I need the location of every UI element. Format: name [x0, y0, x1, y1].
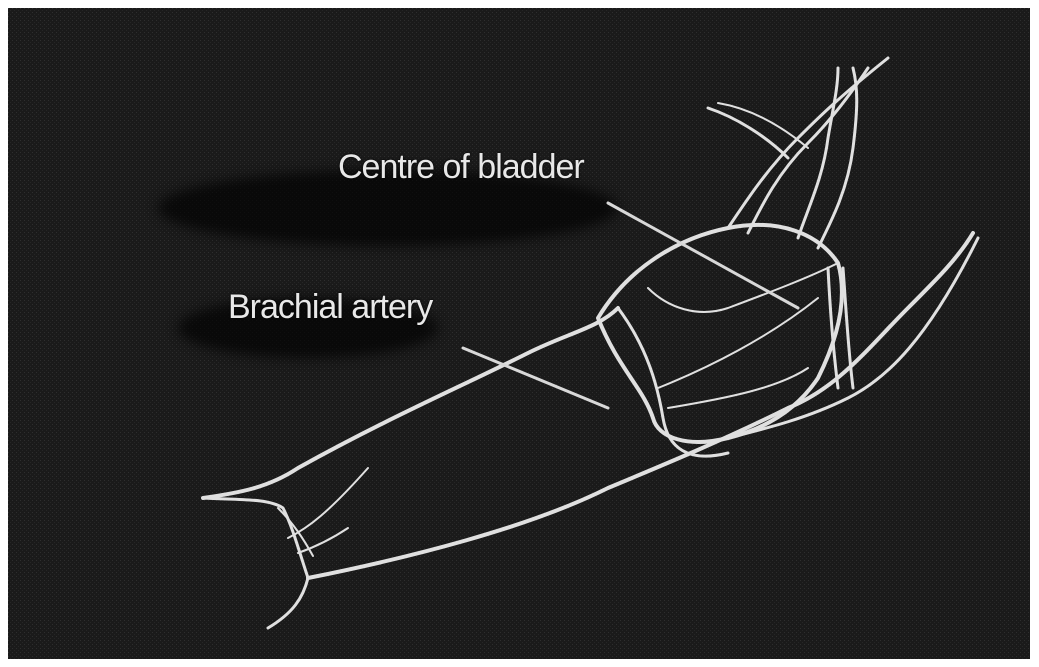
- background-texture: [8, 8, 1030, 659]
- arm-illustration: [8, 8, 1030, 659]
- diagram-frame: Centre of bladder Brachial artery: [8, 8, 1030, 659]
- centre-of-bladder-label: Centre of bladder: [338, 148, 584, 187]
- brachial-artery-label: Brachial artery: [228, 288, 432, 327]
